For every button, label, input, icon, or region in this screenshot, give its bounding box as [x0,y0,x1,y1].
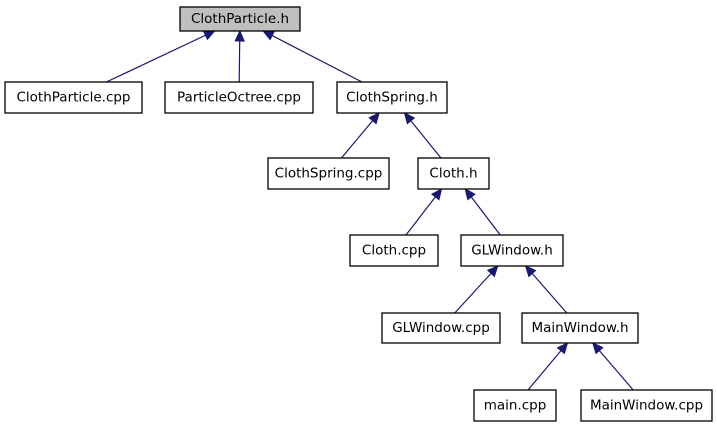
node-glwindow-h[interactable]: GLWindow.h [460,234,564,267]
node-mainwindow-cpp[interactable]: MainWindow.cpp [580,389,713,422]
node-box[interactable] [473,389,557,422]
node-label: main.cpp [484,398,547,414]
node-box [179,6,301,32]
node-label: ClothSpring.cpp [275,166,383,182]
edge-line [340,120,374,159]
node-glwindow-cpp[interactable]: GLWindow.cpp [381,312,501,344]
edge-line [271,35,363,83]
node-label: GLWindow.h [471,243,553,259]
edge-glwindow_h-to-cloth_h [464,188,501,236]
node-label: MainWindow.h [531,320,628,336]
edge-clothspring_cpp-to-clothspring_h [340,112,380,159]
edge-line [454,272,492,314]
node-label: Cloth.h [429,166,477,182]
node-particleoctree-cpp[interactable]: ParticleOctree.cpp [164,81,314,114]
node-box[interactable] [267,157,390,190]
edge-mainwindow_h-to-glwindow_h [524,265,568,314]
edge-arrowhead [430,188,443,201]
edge-arrowhead [403,112,416,125]
edge-arrowhead [368,112,380,125]
node-box[interactable] [164,81,314,114]
node-main-cpp[interactable]: main.cpp [473,389,557,422]
edge-line [106,34,206,83]
node-label: ClothParticle.cpp [16,90,130,106]
edge-arrowhead [556,342,569,355]
edge-line [598,350,634,391]
edge-arrowhead [262,30,275,41]
edges-layer [106,29,634,391]
edge-clothspring_h-to-clothparticle_h [262,30,363,83]
node-label: ClothParticle.h [191,11,289,27]
node-box[interactable] [349,234,439,267]
node-clothspring-h[interactable]: ClothSpring.h [336,81,448,114]
node-label: ParticleOctree.cpp [177,90,301,106]
edge-main_cpp-to-mainwindow_h [527,342,569,391]
node-box[interactable] [4,81,143,114]
node-box[interactable] [460,234,564,267]
node-box[interactable] [336,81,448,114]
edge-arrowhead [202,30,216,41]
edge-arrowhead [486,265,499,278]
node-label: Cloth.cpp [362,243,426,259]
edge-line [410,120,442,159]
edge-arrowhead [592,342,604,355]
node-cloth-h[interactable]: Cloth.h [417,157,490,190]
edge-glwindow_cpp-to-glwindow_h [454,265,499,314]
edge-cloth_h-to-clothspring_h [403,112,442,159]
node-clothparticle-h: ClothParticle.h [179,6,301,32]
edge-line [527,350,562,391]
node-box[interactable] [521,312,639,344]
node-clothspring-cpp[interactable]: ClothSpring.cpp [267,157,390,190]
edge-arrowhead [234,29,245,42]
node-clothparticle-cpp[interactable]: ClothParticle.cpp [4,81,143,114]
edge-line [405,196,436,236]
node-mainwindow-h[interactable]: MainWindow.h [521,312,639,344]
node-box[interactable] [417,157,490,190]
node-label: GLWindow.cpp [392,320,490,336]
edge-arrowhead [464,188,476,201]
node-box[interactable] [381,312,501,344]
node-label: ClothSpring.h [346,90,438,106]
node-label: MainWindow.cpp [590,398,703,414]
edge-clothparticle_cpp-to-clothparticle_h [106,30,216,83]
edge-mainwindow_cpp-to-mainwindow_h [592,342,634,391]
edge-cloth_cpp-to-cloth_h [405,188,443,236]
node-box[interactable] [580,389,713,422]
node-cloth-cpp[interactable]: Cloth.cpp [349,234,439,267]
edge-line [470,196,501,236]
edge-arrowhead [524,265,537,278]
edge-line [531,273,568,314]
edge-line [238,40,241,83]
edge-particleoctree_cpp-to-clothparticle_h [234,29,245,83]
